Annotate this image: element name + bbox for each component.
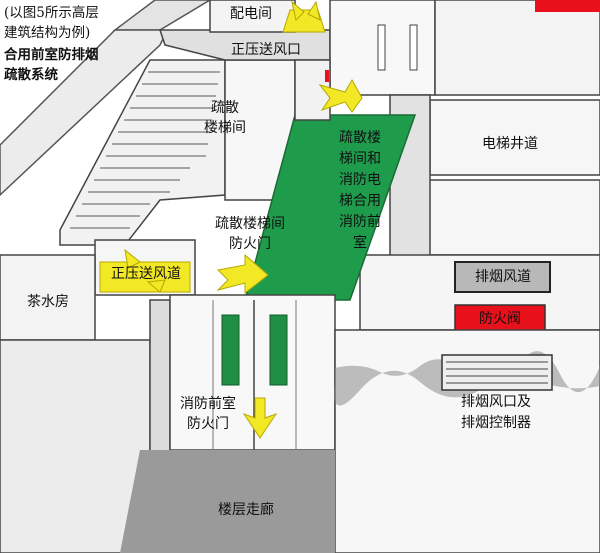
right-block-top [434, 0, 600, 96]
label-smoke-duct: 排烟风道 [475, 269, 531, 285]
label-smoke-outlet: 排烟风口及 排烟控制器 [461, 394, 531, 431]
label-pressurized-inlet: 正压送风口 [231, 42, 301, 58]
airflow-arrow-duct [99, 248, 191, 293]
smoke-duct-box [454, 261, 551, 293]
label-fire-damper: 防火阀 [479, 311, 521, 327]
label-front-room-fire-door: 消防前室 防火门 [180, 396, 236, 432]
airflow-arrow-front-room [318, 78, 363, 113]
caption-line-3: 合用前室防排烟 [4, 47, 99, 63]
airflow-arrow-down [242, 397, 278, 439]
label-power-room: 配电间 [230, 6, 272, 22]
label-elevator-shaft: 电梯井道 [482, 136, 538, 152]
power-room [209, 0, 296, 33]
right-red-sign [535, 0, 600, 12]
smoke-outlet-slats [446, 361, 548, 384]
smoke-outlet-grille [441, 354, 553, 391]
left-pillar [149, 299, 171, 472]
label-tea-room: 茶水房 [27, 294, 69, 310]
caption-line-1: (以图5所示高层 [4, 5, 99, 21]
door-glass-left [221, 314, 240, 386]
upper-door-2 [409, 24, 418, 71]
red-mark [325, 70, 329, 82]
caption-line-4: 疏散系统 [4, 67, 58, 83]
elevator-shaft-room [429, 99, 600, 176]
label-corridor: 楼层走廊 [218, 502, 274, 518]
shared-front-room-floor [244, 114, 417, 301]
left-lower-wall [0, 339, 151, 553]
upper-door-1 [377, 24, 386, 71]
label-pressurized-duct: 正压送风道 [111, 266, 181, 282]
corridor-floor [120, 450, 335, 553]
label-stair-fire-door: 疏散楼梯间 防火门 [215, 216, 285, 252]
airflow-arrow-top [282, 0, 326, 33]
tea-room [0, 254, 96, 341]
door-glass-right [269, 314, 288, 386]
label-shared-front-room: 疏散楼 梯间和 消防电 梯合用 消防前 室 [339, 130, 381, 251]
airflow-arrow-stair-door [216, 253, 269, 295]
label-stair-room: 疏散 楼梯间 [204, 100, 246, 136]
stair-steps [70, 71, 220, 229]
staircase [59, 59, 226, 246]
fire-damper-box [454, 304, 546, 334]
caption-line-2: 建筑结构为例) [4, 25, 91, 41]
